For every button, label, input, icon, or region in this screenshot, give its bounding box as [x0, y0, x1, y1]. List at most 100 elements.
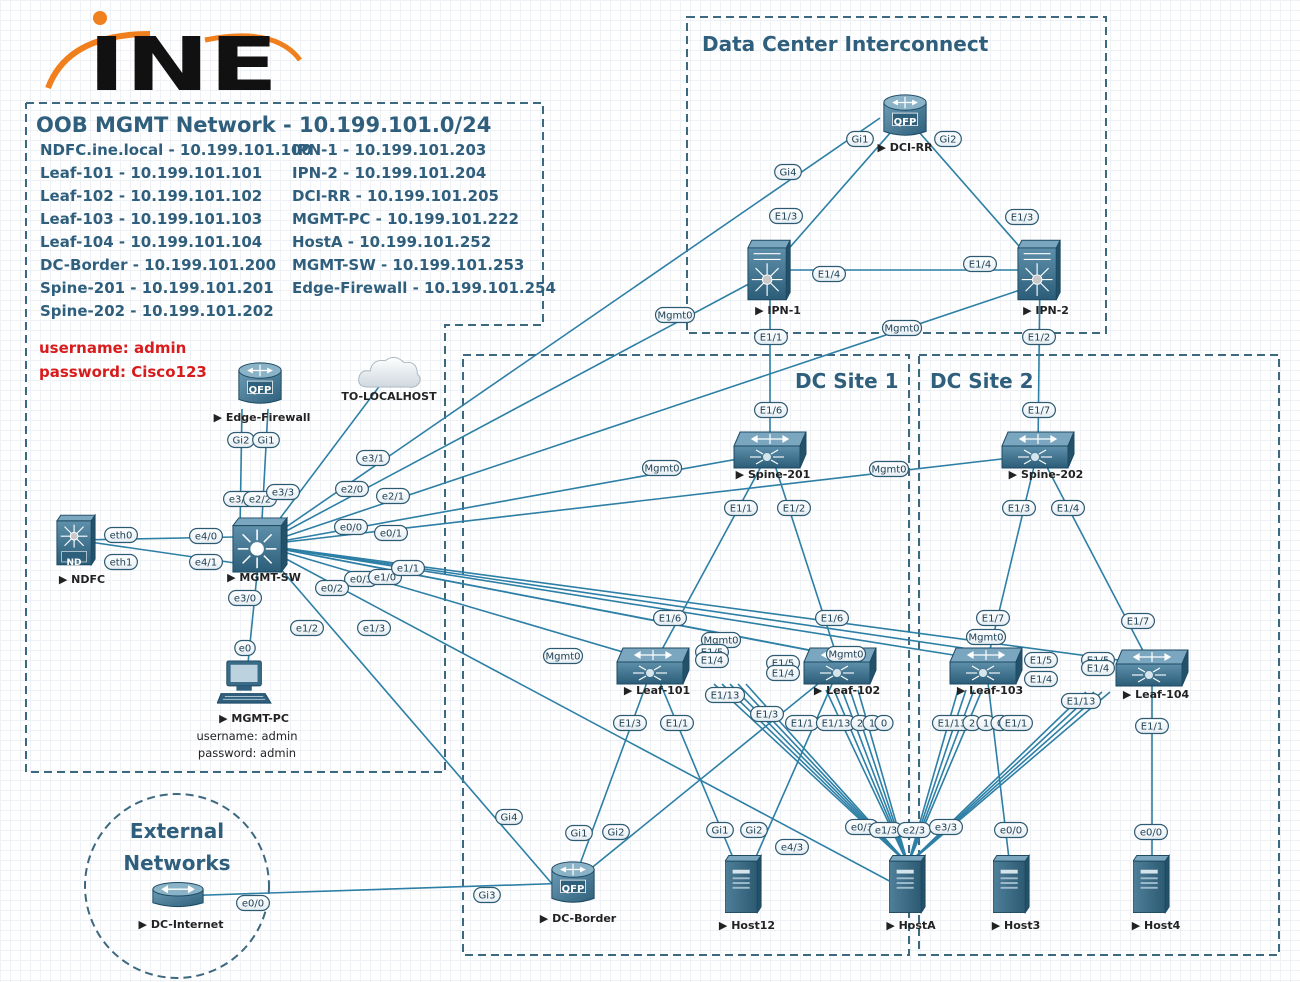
port-label-text: E1/3 [1008, 504, 1030, 515]
oob-entry: Edge-Firewall - 10.199.101.254 [292, 279, 556, 297]
host12-label: ▶ Host12 [719, 919, 775, 932]
host12-icon[interactable] [725, 855, 762, 913]
dci-title: Data Center Interconnect [702, 32, 989, 56]
port-label-text: E1/3 [619, 719, 641, 730]
mgmt-pc-icon[interactable] [217, 660, 272, 704]
dc-border-icon[interactable] [551, 861, 595, 903]
port-label: E1/7 [975, 609, 1010, 627]
port-label-text: eth0 [110, 531, 133, 542]
port-label: 2 [962, 714, 982, 732]
link [769, 449, 841, 667]
port-label: eth1 [103, 553, 138, 571]
link [904, 115, 1041, 271]
port-label-text: E1/4 [969, 260, 991, 271]
dci-rr-icon[interactable] [883, 94, 927, 136]
hosta-icon[interactable] [889, 855, 926, 913]
spine-201-icon[interactable] [733, 431, 807, 469]
port-label-text: Mgmt0 [645, 464, 680, 475]
port-label: E1/1 [753, 328, 788, 346]
port-label-text: E1/6 [760, 406, 782, 417]
port-label-text: Gi2 [746, 826, 763, 837]
ipn-2-label: ▶ IPN-2 [1023, 304, 1069, 317]
port-label-text: Gi1 [712, 826, 729, 837]
port-label-text: E1/4 [818, 270, 840, 281]
port-label: Gi2 [934, 130, 962, 148]
port-label: E1/1 [998, 714, 1033, 732]
port-label-text: E1/4 [701, 656, 723, 667]
port-label: Gi3 [473, 886, 501, 904]
port-label: E1/7 [1021, 401, 1056, 419]
port-label-text: E1/1 [791, 719, 813, 730]
ndfc-label: ▶ NDFC [59, 573, 105, 586]
port-label: e3/3 [928, 818, 963, 836]
oob-entry: MGMT-SW - 10.199.101.253 [292, 256, 524, 274]
external-title-line1: External [130, 819, 224, 843]
ipn-1-icon[interactable] [747, 239, 791, 301]
link [259, 371, 391, 546]
to-localhost-label: TO-LOCALHOST [341, 390, 437, 403]
port-label-text: E1/1 [1005, 719, 1027, 730]
port-label: eth0 [103, 526, 138, 544]
port-label-text: E1/1 [666, 719, 688, 730]
port-label-text: E1/13 [1067, 697, 1096, 708]
port-label: E1/4 [1050, 499, 1085, 517]
hosta-label: ▶ HostA [886, 919, 936, 932]
port-label-text: e2/0 [341, 485, 363, 496]
dc-internet-icon[interactable] [152, 881, 204, 908]
port-label-text: E1/13 [938, 719, 967, 730]
port-label-text: E1/13 [711, 691, 740, 702]
port-label-text: e1/3 [363, 624, 385, 635]
port-label-text: e1/3 [875, 826, 897, 837]
dc-site1-region-box [462, 354, 910, 956]
port-label-text: E1/7 [1127, 617, 1149, 628]
port-label-text: E1/1 [730, 504, 752, 515]
host3-icon[interactable] [993, 855, 1030, 913]
port-label: Gi1 [846, 130, 874, 148]
leaf-104-icon[interactable] [1115, 649, 1189, 687]
link [907, 691, 1111, 865]
link [652, 665, 745, 885]
port-label: E1/13 [1060, 692, 1102, 710]
oob-entry: DC-Border - 10.199.101.200 [40, 256, 276, 274]
port-label-text: E1/5 [1030, 656, 1052, 667]
port-label-text: E1/4 [1087, 664, 1109, 675]
port-label-text: eth1 [110, 558, 133, 569]
port-label-text: Gi1 [571, 829, 588, 840]
link [259, 454, 761, 546]
oob-username: username: admin [39, 339, 186, 357]
port-label-text: e1/0 [374, 573, 396, 584]
port-label: e4/0 [189, 527, 224, 545]
to-localhost-icon[interactable] [358, 356, 421, 388]
oob-entry: NDFC.ine.local - 10.199.101.100 [40, 141, 312, 159]
dc-site2-title: DC Site 2 [930, 369, 1034, 393]
port-label-text: E1/4 [772, 669, 794, 680]
link [572, 665, 654, 884]
port-label-text: E1/7 [982, 614, 1004, 625]
link [769, 115, 906, 271]
mgmt-sw-icon[interactable] [232, 517, 288, 573]
oob-entry: HostA - 10.199.101.252 [292, 233, 491, 251]
nd-badge: ND [66, 558, 81, 568]
leaf-103-icon[interactable] [949, 647, 1023, 685]
leaf-101-icon[interactable] [616, 647, 690, 685]
leaf-101-label: ▶ Leaf-101 [624, 684, 690, 697]
port-label-text: e4/3 [781, 843, 803, 854]
port-label-text: Gi1 [852, 135, 869, 146]
port-label: e2/1 [376, 487, 411, 505]
host4-icon[interactable] [1133, 855, 1170, 913]
edge-firewall-icon[interactable] [238, 362, 282, 404]
port-label: Gi2 [227, 431, 255, 449]
ipn-2-icon[interactable] [1017, 239, 1061, 301]
port-label-text: e3/1 [362, 454, 384, 465]
spine-202-icon[interactable] [1001, 431, 1075, 469]
dci-rr-label: ▶ DCI-RR [877, 141, 933, 154]
link [259, 117, 881, 546]
oob-entry: MGMT-PC - 10.199.101.222 [292, 210, 519, 228]
port-label: E1/3 [768, 207, 803, 225]
port-label-text: Mgmt0 [704, 636, 739, 647]
port-label: e0/0 [993, 821, 1028, 839]
port-label: Mgmt0 [641, 459, 683, 477]
dc-internet-label: ▶ DC-Internet [139, 918, 224, 931]
port-label-text: 2 [857, 719, 863, 730]
